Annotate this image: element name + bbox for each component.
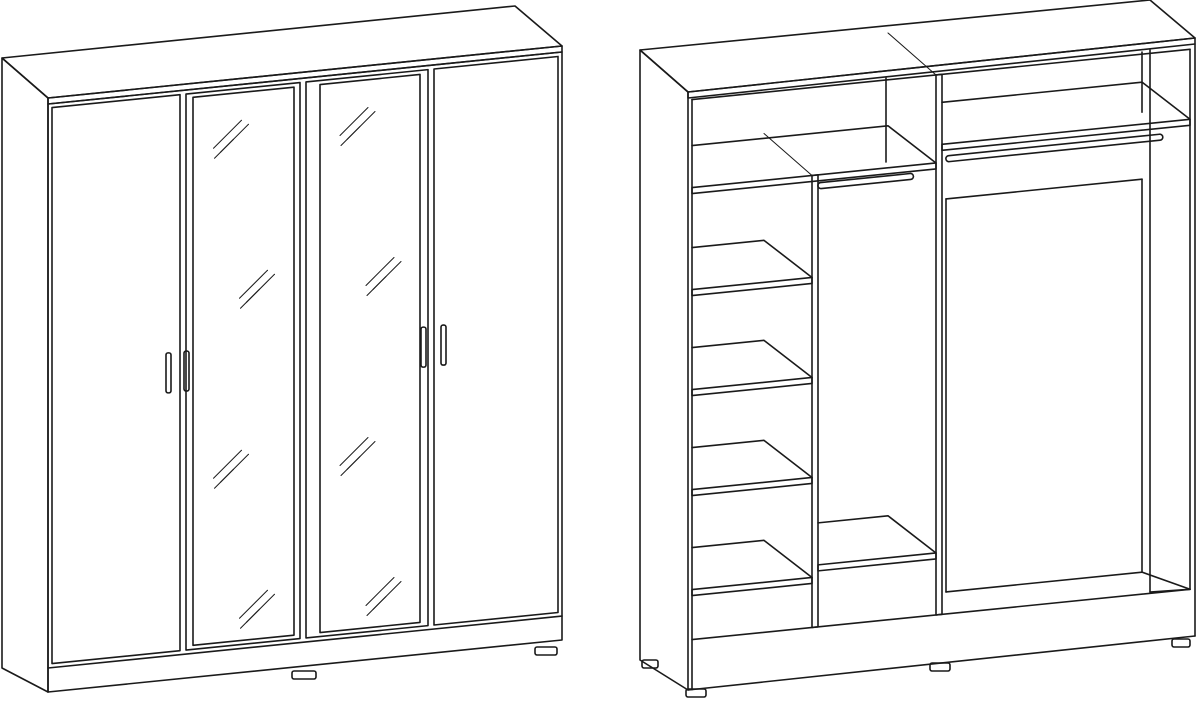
top-panel — [639, 0, 1196, 93]
mirror-reflection — [365, 256, 395, 286]
shelf-4 — [691, 576, 813, 597]
hanging-rail — [945, 133, 1164, 163]
foot — [641, 659, 659, 669]
mirror-reflection — [239, 269, 268, 299]
shelf-2 — [691, 376, 813, 397]
mirror-reflection — [213, 449, 242, 479]
divider-1 — [811, 174, 819, 629]
shelf-4-back — [691, 539, 813, 579]
mirror-reflection — [366, 595, 387, 616]
floor-back-edge — [1141, 571, 1191, 591]
closed-wardrobe — [1, 5, 563, 693]
mirror-reflection — [214, 138, 234, 159]
top-panel-edge — [47, 45, 563, 105]
middle-shelf — [817, 552, 937, 572]
shelf-3 — [691, 476, 813, 497]
side-panel — [639, 49, 689, 691]
mirror-2 — [319, 73, 421, 634]
back-panel-bottom — [945, 571, 1143, 593]
divider-back-edge — [763, 132, 813, 176]
divider-2 — [935, 73, 943, 616]
mirror-reflection — [340, 125, 361, 146]
top-shelf-left — [691, 162, 937, 195]
foot — [291, 670, 317, 680]
mirror-reflection — [339, 106, 369, 136]
divider-back-edge — [887, 32, 937, 76]
hanging-rail — [817, 172, 915, 190]
mirror-reflection — [240, 288, 260, 309]
shelf-3-back — [691, 439, 813, 479]
shelf-2-back — [691, 339, 813, 379]
foot — [685, 688, 707, 698]
door-2 — [185, 81, 301, 651]
top-shelf-right — [941, 118, 1191, 152]
mirror-reflection — [213, 119, 242, 149]
open-wardrobe — [639, 0, 1196, 698]
front-frame — [47, 51, 563, 693]
mirror-reflection — [366, 275, 387, 296]
mirror-reflection — [240, 608, 260, 629]
foot — [929, 662, 951, 672]
mirror-reflection — [214, 468, 234, 489]
foot — [534, 646, 558, 656]
back-panel-top — [945, 178, 1143, 200]
foot — [1171, 638, 1191, 648]
door-handle — [183, 350, 190, 392]
side-panel — [1, 57, 49, 693]
plinth-line — [47, 615, 563, 669]
mirror-reflection — [365, 576, 395, 606]
door-handle — [165, 352, 172, 394]
door-handle — [420, 326, 427, 368]
middle-shelf-back — [817, 514, 937, 554]
shelf-1-back — [691, 239, 813, 279]
door-handle — [440, 324, 447, 366]
shelf-1 — [691, 276, 813, 297]
mirror-1 — [192, 86, 295, 647]
mirror-reflection — [340, 455, 361, 476]
door-1 — [51, 93, 181, 665]
mirror-reflection — [239, 589, 268, 619]
top-shelf-left-back — [691, 125, 937, 164]
door-4 — [433, 55, 559, 626]
mirror-reflection — [339, 436, 369, 466]
door-3 — [305, 68, 429, 639]
top-shelf-right-back — [941, 81, 1191, 121]
